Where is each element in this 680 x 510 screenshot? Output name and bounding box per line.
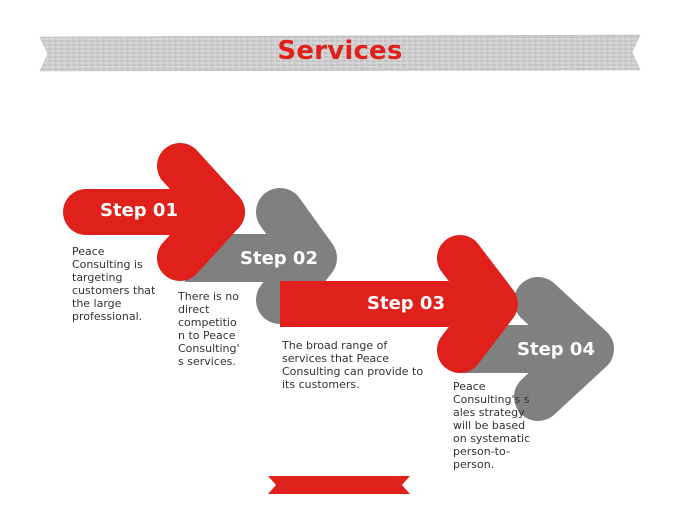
step-02-label: Step 02 [240, 248, 318, 269]
step-01-arrow [63, 143, 245, 281]
step-03-label: Step 03 [367, 293, 445, 314]
step-04-description: Peace Consulting's s ales strategy will … [453, 380, 531, 471]
step-01-description: Peace Consulting is targeting customers … [72, 245, 156, 323]
page-title: Services [277, 36, 403, 66]
step-03-arrow [280, 235, 518, 373]
step-03-description: The broad range of services that Peace C… [282, 339, 424, 391]
step-02-description: There is no direct competitio n to Peace… [178, 290, 240, 368]
step-04-label: Step 04 [517, 339, 595, 360]
step-01-label: Step 01 [100, 200, 178, 221]
